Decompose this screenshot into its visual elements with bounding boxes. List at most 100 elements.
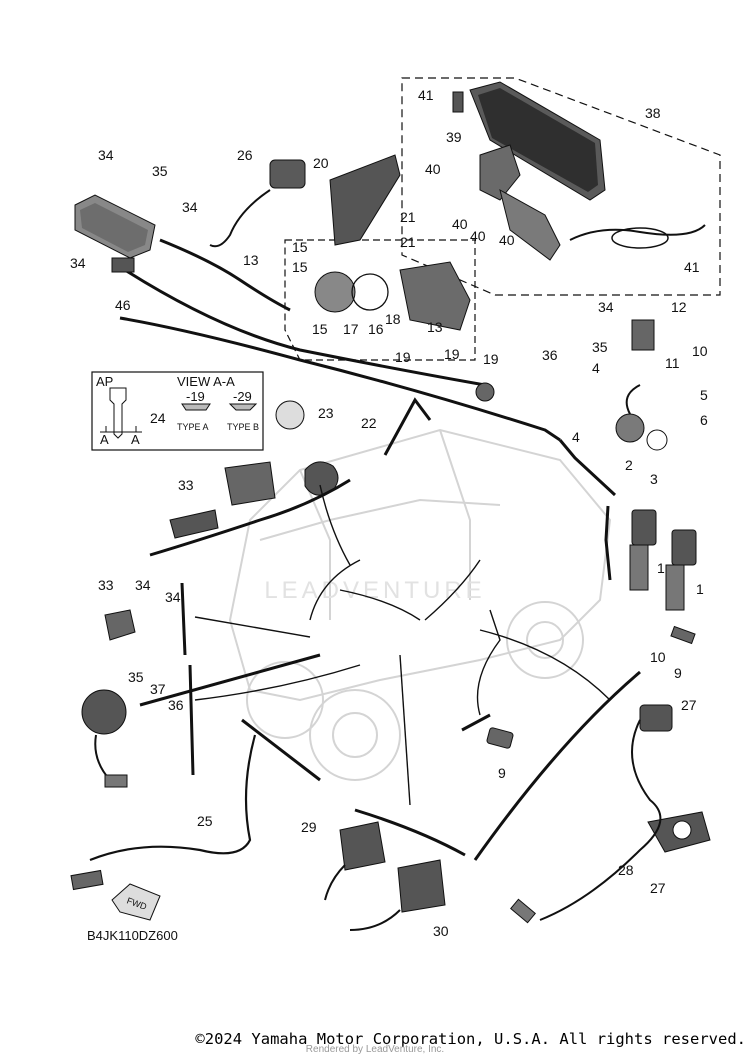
section-mark-right: A	[131, 432, 140, 447]
callout-19c: 19	[483, 351, 499, 367]
callout-24: 24	[150, 410, 166, 426]
type-b-key-profile	[228, 403, 258, 411]
callout-4b: 4	[572, 429, 580, 445]
callout-20: 20	[313, 155, 329, 171]
connector-46	[111, 257, 135, 273]
sensor-25-end	[70, 869, 104, 891]
callout-19a: 19	[395, 349, 411, 365]
ignition-coil-1b	[665, 529, 697, 611]
callout-11: 11	[665, 355, 680, 371]
callout-4a: 4	[592, 360, 600, 376]
callout-23: 23	[318, 405, 334, 421]
type-a-label: TYPE A	[177, 422, 209, 432]
callout-41: 41	[684, 259, 700, 275]
callout-1a: 1	[657, 560, 665, 576]
callout-14: 13	[427, 319, 443, 335]
callout-18: 18	[385, 311, 401, 327]
oring-3	[646, 429, 668, 451]
view-label: VIEW A-A	[177, 374, 235, 389]
sensor-26-bottom	[510, 704, 673, 924]
callout-40c: 40	[470, 228, 486, 244]
meter-23	[275, 400, 305, 430]
section-line	[100, 426, 142, 433]
switch-30	[349, 859, 446, 931]
callout-1b: 1	[696, 581, 704, 597]
switch-31	[224, 461, 276, 506]
harness-46	[124, 268, 486, 387]
callout-26-bottom: 27	[681, 697, 697, 713]
callout-12: 12	[671, 299, 687, 315]
sensor-7	[670, 625, 696, 645]
callout-19b: 19	[444, 346, 460, 362]
callout-44: 34	[70, 255, 86, 271]
callout-40d: 40	[499, 232, 515, 248]
callout-3: 3	[650, 471, 658, 487]
cable-25	[89, 734, 257, 862]
callout-9: 9	[498, 765, 506, 781]
leader-lines	[194, 484, 611, 806]
switch-29	[324, 821, 386, 901]
display-bracket-part	[479, 144, 561, 261]
cable-41	[569, 224, 706, 241]
sensor-9	[486, 727, 514, 749]
connector-31	[169, 509, 219, 539]
ecu-44	[74, 194, 156, 259]
callout-29: 29	[301, 819, 317, 835]
group-brackets	[119, 316, 641, 861]
cable-41-coil	[611, 227, 669, 249]
gasket-16	[351, 273, 389, 311]
callout-45b: 35	[152, 163, 168, 179]
callout-22: 22	[361, 415, 377, 431]
bracket-20	[329, 154, 401, 246]
callout-34c: 36	[542, 347, 558, 363]
harness-43	[159, 238, 291, 312]
ignition-coil-1a	[629, 509, 657, 591]
callout-43: 34	[182, 199, 198, 215]
type-b-label: TYPE B	[227, 422, 259, 432]
display-panel-part	[469, 81, 606, 201]
callout-46: 46	[115, 297, 131, 313]
callout-21b: 21	[400, 234, 416, 250]
sensor-35	[81, 689, 128, 788]
callout-42: 41	[418, 87, 434, 103]
callout-15b: 15	[292, 259, 308, 275]
callout-16: 16	[368, 321, 384, 337]
callout-17: 17	[343, 321, 359, 337]
callout-5: 5	[700, 387, 708, 403]
callout-labels: 34 35 26 20 34 34 46 13 15 15 15 17 16 1…	[70, 87, 708, 939]
callout-8: 10	[650, 649, 666, 665]
switch-10	[631, 319, 655, 351]
type-b-suffix: -29	[233, 389, 252, 404]
sensor-2	[615, 384, 645, 443]
callout-34b: 35	[592, 339, 608, 355]
watermark-credit: Rendered by LeadVenture, Inc.	[305, 1044, 445, 1055]
callout-45a: 34	[98, 147, 114, 163]
callout-38: 38	[645, 105, 661, 121]
callout-36: 36	[168, 697, 184, 713]
vehicle-silhouette	[228, 428, 612, 781]
fwd-arrow	[111, 883, 161, 921]
callout-28: 28	[618, 862, 634, 878]
section-mark-left: A	[100, 432, 109, 447]
callout-15a: 15	[292, 239, 308, 255]
callout-30: 30	[433, 923, 449, 939]
callout-32: 33	[98, 577, 114, 593]
callout-40b: 40	[452, 216, 468, 232]
callout-31: 33	[178, 477, 194, 493]
callout-7: 9	[674, 665, 682, 681]
dashed-group-display	[401, 77, 721, 296]
callout-26-top: 26	[237, 147, 253, 163]
grommet-46	[475, 382, 495, 402]
callout-21a: 21	[400, 209, 416, 225]
type-a-key-profile	[181, 403, 211, 411]
connector-42	[452, 91, 464, 113]
key-24	[109, 387, 127, 439]
callout-6: 6	[700, 412, 708, 428]
ap-label: AP	[96, 374, 113, 389]
callout-33b: 34	[165, 589, 181, 605]
callout-39: 39	[446, 129, 462, 145]
callout-40a: 40	[425, 161, 441, 177]
meter-lens-17	[314, 271, 356, 313]
sensor-26-top	[209, 159, 306, 248]
